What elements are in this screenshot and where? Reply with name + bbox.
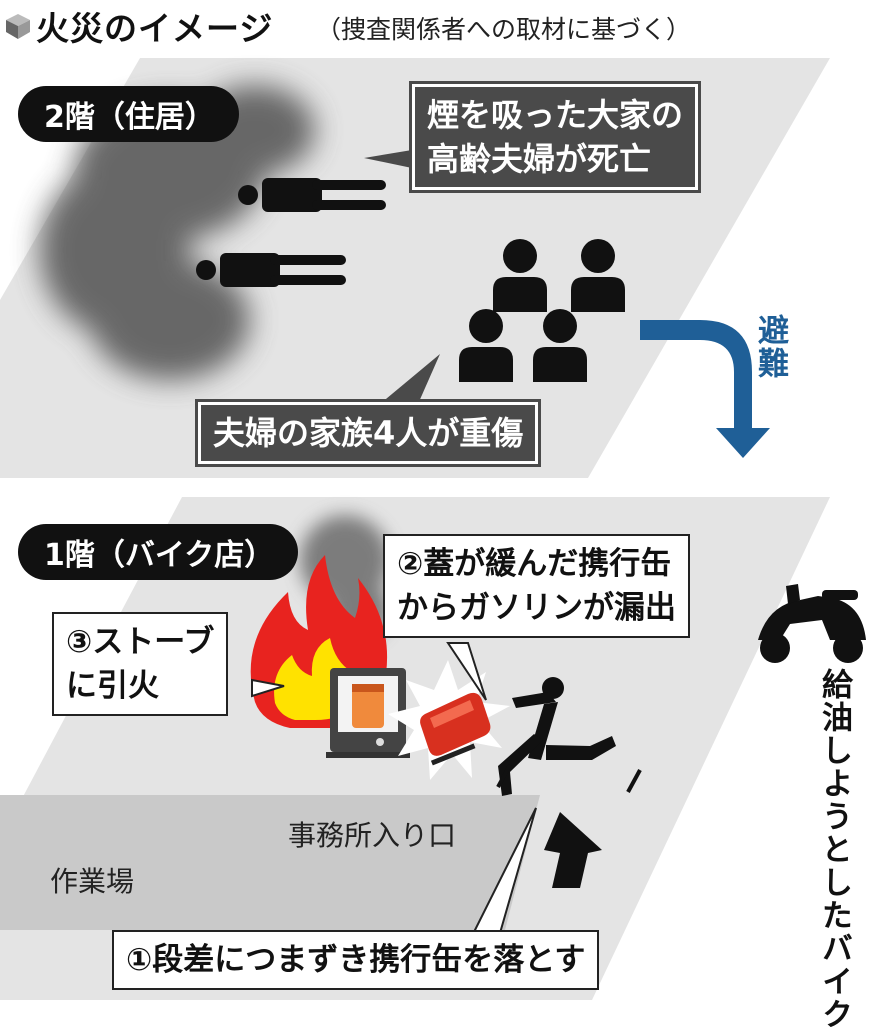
step-lines	[496, 764, 642, 793]
injured-person-icon	[533, 309, 587, 382]
motorbike-icon	[758, 584, 866, 663]
lying-person-icon	[196, 253, 346, 287]
lying-person-icon	[238, 178, 386, 212]
callout-tail	[364, 150, 412, 168]
falling-person-icon	[498, 677, 616, 796]
trip-callout: ①段差につまずき携行缶を落とす	[112, 930, 600, 990]
diagram-title: 火災のイメージ	[36, 9, 274, 48]
workshop-zone	[0, 795, 540, 930]
cube-icon	[6, 14, 30, 39]
entrance-arrow	[544, 812, 602, 888]
injured-person-icon	[493, 239, 547, 312]
diagram-subtitle: （捜査関係者への取材に基づく）	[316, 15, 692, 44]
injury-callout: 夫婦の家族4人が重傷	[194, 399, 542, 467]
callout-tail	[446, 642, 487, 701]
evacuation-label: 避難	[752, 314, 788, 380]
floor2-label: 2階（住居）	[18, 86, 239, 142]
entrance-label: 事務所入り口	[288, 819, 457, 852]
leak-callout: ②蓋が緩んだ携行缶 からガソリンが漏出	[383, 534, 690, 638]
stove-icon	[326, 668, 410, 758]
death-callout: 煙を吸った大家の 高齢夫婦が死亡	[408, 81, 702, 193]
motorbike-label: 給油しようとしたバイク	[816, 668, 852, 1031]
evacuation-arrow	[640, 320, 770, 458]
callout-tail	[380, 354, 440, 404]
fuel-can-icon	[420, 692, 491, 766]
callout-tail	[251, 678, 285, 698]
floor1-label: 1階（バイク店）	[18, 524, 299, 580]
injured-person-icon	[459, 309, 513, 382]
workshop-label: 作業場	[50, 865, 135, 898]
ignite-callout: ③ストーブ に引火	[52, 612, 229, 716]
injured-person-icon	[571, 239, 625, 312]
